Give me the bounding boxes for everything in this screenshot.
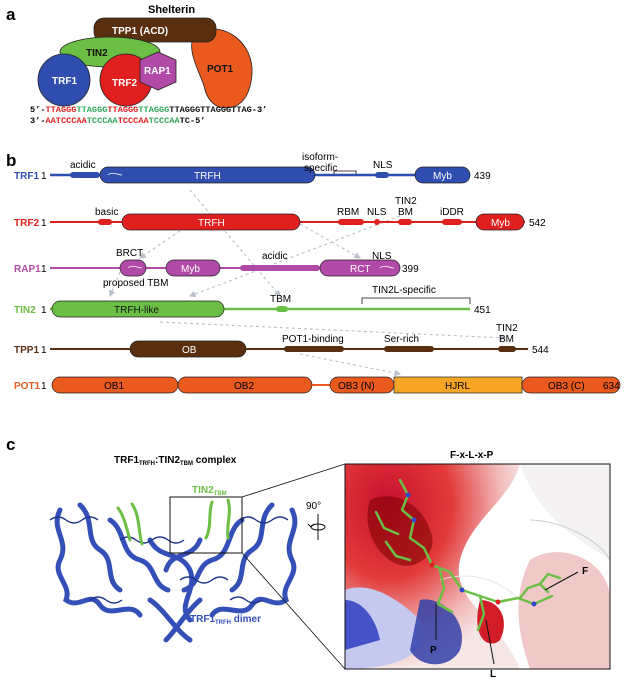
residue-start: 1 xyxy=(41,381,47,392)
residue-start: 1 xyxy=(41,264,47,275)
tpp1-shape: TPP1 (ACD) xyxy=(93,17,217,43)
feature-label: TIN2 xyxy=(496,323,518,334)
residue-start: 1 xyxy=(41,305,47,316)
residue-label-l: L xyxy=(490,669,496,680)
dna-bottom-strand: 3’-AATCCCAATCCCAATCCCAATCCCAATC-5’ xyxy=(30,116,205,126)
feature-label: NLS xyxy=(373,160,393,171)
residue-end: 399 xyxy=(402,264,419,275)
feature-label: TBM xyxy=(270,294,291,305)
feature-label: acidic xyxy=(262,251,288,262)
residue-end: 439 xyxy=(474,171,491,182)
domain-label: OB3 (C) xyxy=(548,381,585,392)
feature-label: NLS xyxy=(372,251,392,262)
rap1-shape: RAP1 xyxy=(139,51,177,91)
dna-top-strand: 5’-TTAGGGTTAGGGTTAGGGTTAGGGTTAGGGTTAGGGT… xyxy=(30,105,267,115)
protein-name: TIN2 xyxy=(14,305,36,316)
zoom-box xyxy=(169,496,243,554)
feature-label: specific xyxy=(304,163,337,174)
row-tpp1: TPP1 1 OB 544 POT1-binding Ser-rich TIN2… xyxy=(14,323,549,358)
domain-label: Myb xyxy=(491,218,510,229)
shelterin-title: Shelterin xyxy=(148,4,195,16)
feature-label: proposed TBM xyxy=(103,278,168,289)
protein-name: TPP1 xyxy=(14,345,39,356)
motif-title: F-x-L-x-P xyxy=(450,450,494,461)
residue-callouts xyxy=(435,571,579,665)
feature-label: acidic xyxy=(70,160,96,171)
panel-letter-a: a xyxy=(6,5,16,24)
residue-end: 634 xyxy=(603,381,620,392)
rap1-label: RAP1 xyxy=(144,66,171,77)
domain-label: OB xyxy=(182,345,197,356)
tin2-label: TIN2 xyxy=(86,48,108,59)
domain-label: TRFH-like xyxy=(114,305,159,316)
feature-label: TIN2 xyxy=(395,196,417,207)
zoom-panel-frame xyxy=(344,463,611,670)
residue-label-p: P xyxy=(430,645,437,656)
domain-label: TRFH xyxy=(198,218,225,229)
residue-end: 451 xyxy=(474,305,491,316)
residue-start: 1 xyxy=(41,345,47,356)
residue-start: 1 xyxy=(41,218,47,229)
protein-name: TRF1 xyxy=(14,171,39,182)
interaction-arrows xyxy=(109,189,507,377)
residue-end: 544 xyxy=(532,345,549,356)
domain-label: OB1 xyxy=(104,381,124,392)
feature-label: isoform- xyxy=(302,152,338,163)
row-tin2: TIN2 1 TRFH-like 451 TBM TIN2L-specific xyxy=(14,285,491,318)
feature-label: iDDR xyxy=(440,207,464,218)
trf1-ribbon-detail xyxy=(49,516,289,604)
pot1-shape: POT1 xyxy=(191,28,253,109)
domain-label: Myb xyxy=(433,171,452,182)
protein-name: POT1 xyxy=(14,381,41,392)
complex-title: TRF1TRFH:TIN2TBM complex xyxy=(114,455,237,467)
domain-label: Myb xyxy=(181,264,200,275)
feature-label: Ser-rich xyxy=(384,334,419,345)
tpp1-label: TPP1 (ACD) xyxy=(112,26,168,37)
domain-trfh xyxy=(99,166,316,184)
residue-label-f: F xyxy=(582,566,588,577)
peptide-sticks xyxy=(374,478,562,632)
peptide-atoms xyxy=(405,492,537,607)
rotation-label: 90° xyxy=(306,501,321,512)
protein-name: TRF2 xyxy=(14,218,39,229)
feature-label: TIN2L-specific xyxy=(372,285,436,296)
feature-label: basic xyxy=(95,207,118,218)
feature-label: BM xyxy=(499,334,514,345)
tin2-peptides xyxy=(116,498,231,546)
pot1-label: POT1 xyxy=(207,64,234,75)
row-trf1: TRF1 1 TRFH Myb 439 acidic isoform- spec… xyxy=(14,152,491,184)
trf1-label: TRF1 xyxy=(52,76,77,87)
feature-label: BRCT xyxy=(116,248,143,259)
protein-name: RAP1 xyxy=(14,264,41,275)
electrostatic-surface xyxy=(345,464,610,669)
domain-label: OB3 (N) xyxy=(338,381,375,392)
residue-start: 1 xyxy=(41,171,47,182)
panel-letter-b: b xyxy=(6,151,16,170)
row-rap1: RAP1 1 Myb RCT 399 BRCT proposed TBM aci… xyxy=(14,248,419,289)
panel-letter-c: c xyxy=(6,435,15,454)
feature-label: BM xyxy=(398,207,413,218)
trf1-ribbon-structure xyxy=(54,502,298,643)
row-pot1: POT1 1 OB1 OB2 OB3 (N) HJRL OB3 (C) 634 xyxy=(14,376,621,394)
feature-label: RBM xyxy=(337,207,359,218)
trf1-shape: TRF1 xyxy=(37,53,91,107)
feature-label: POT1-binding xyxy=(282,334,344,345)
zoom-connector-top xyxy=(241,463,346,498)
rotation-icon: 90° xyxy=(306,501,326,540)
trf1-dimer-label: TRF1TRFH dimer xyxy=(190,614,261,626)
feature-label: NLS xyxy=(367,207,387,218)
domain-label: HJRL xyxy=(445,381,470,392)
domain-label: OB2 xyxy=(234,381,254,392)
domain-label: TRFH xyxy=(194,171,221,182)
residue-end: 542 xyxy=(529,218,546,229)
zoom-connector-bottom xyxy=(241,552,346,670)
trf2-label: TRF2 xyxy=(112,78,137,89)
domain-label: RCT xyxy=(350,264,371,275)
tin2-tbm-label: TIN2TBM xyxy=(192,485,227,497)
row-trf2: TRF2 1 TRFH Myb 542 basic RBM NLS TIN2 B… xyxy=(14,196,546,231)
